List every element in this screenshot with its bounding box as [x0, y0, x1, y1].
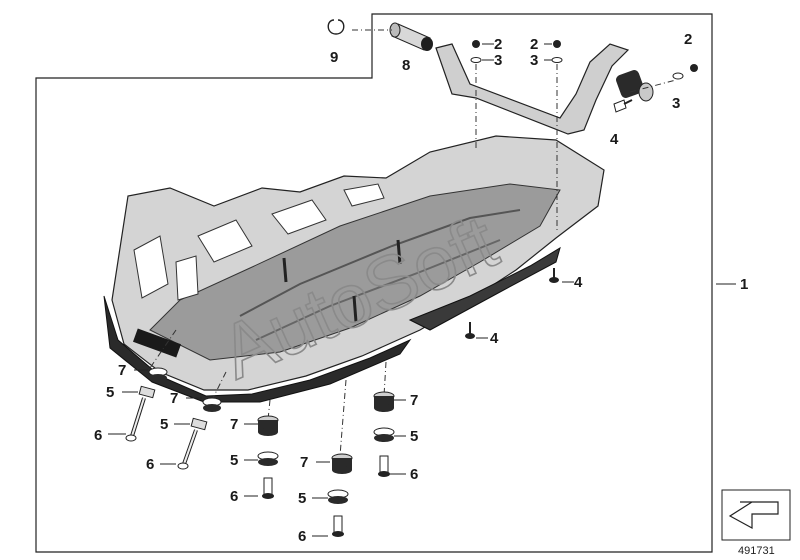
callout-label: 2: [684, 31, 692, 48]
assembly-axis: [339, 379, 347, 457]
arrow-down-left-icon: [728, 501, 779, 530]
washer-icon: [672, 72, 684, 80]
callout-label: 2: [530, 36, 538, 53]
screw-icon: [262, 477, 274, 499]
callout-label: 6: [410, 466, 418, 483]
rubber-grommet: [373, 427, 395, 442]
callout-label: 5: [160, 416, 168, 433]
reference-number: 491731: [738, 545, 775, 557]
rubber-grommet: [257, 451, 279, 466]
rubber-buffer: [373, 391, 395, 412]
callout-label: 6: [230, 488, 238, 505]
callout-label: 6: [298, 528, 306, 545]
skid-plate-front-edge: [103, 295, 412, 403]
nut-icon: [553, 40, 561, 48]
rubber-grommet: [327, 489, 349, 504]
callout-label: 3: [494, 52, 502, 69]
screw-icon: [549, 268, 559, 283]
callout-label: 2: [494, 36, 502, 53]
screw-icon: [332, 515, 344, 537]
spacer-sleeve: [389, 22, 433, 51]
skid-plate-stud: [282, 257, 288, 283]
callout-label: 4: [574, 274, 583, 291]
rubber-buffer-top: [616, 70, 654, 102]
callout-label: 4: [610, 131, 619, 148]
callout-label: 7: [410, 392, 418, 409]
skid-plate: [103, 135, 605, 403]
washer-sleeve: [138, 385, 156, 399]
callout-label: 7: [230, 416, 238, 433]
rubber-buffer: [331, 453, 353, 474]
washer-icon: [470, 57, 482, 63]
skid-plate-floor: [149, 183, 561, 361]
screw-icon: [378, 455, 390, 477]
assembly-axis: [211, 371, 227, 401]
nut-icon: [690, 64, 698, 72]
callout-label: 6: [146, 456, 154, 473]
callout-label: 7: [170, 390, 178, 407]
skid-plate-cutout: [175, 255, 199, 301]
callout-label: 4: [490, 330, 499, 347]
callout-label: 7: [118, 362, 126, 379]
assembly-axis: [383, 361, 387, 397]
rubber-buffer: [257, 415, 279, 436]
callout-label: 5: [298, 490, 306, 507]
circlip: [327, 19, 345, 35]
screw-icon: [465, 322, 475, 339]
skid-plate-stud: [396, 239, 402, 265]
callout-label: 3: [530, 52, 538, 69]
callout-label: 5: [106, 384, 114, 401]
reference-badge: 491731: [721, 489, 791, 557]
bolt: [177, 429, 198, 470]
callout-label: 3: [672, 95, 680, 112]
callout-label: 6: [94, 427, 102, 444]
callout-label: 9: [330, 49, 338, 66]
washer-sleeve: [190, 417, 208, 431]
skid-plate-logo: [132, 328, 182, 358]
skid-plate-cutout: [343, 183, 385, 207]
skid-plate-stud: [352, 295, 358, 323]
callout-label: 8: [402, 57, 410, 74]
skid-plate-cutout: [197, 219, 253, 263]
callout-label: 7: [300, 454, 308, 471]
bolt: [125, 397, 146, 442]
rubber-grommet: [202, 397, 222, 412]
assembly-frame: [35, 13, 713, 553]
callout-label: 5: [410, 428, 418, 445]
washer-icon: [551, 57, 563, 63]
assembly-axis: [629, 79, 677, 93]
mounting-bracket: [435, 43, 630, 135]
skid-plate-cutout: [133, 235, 169, 299]
skid-plate-lower-lip: [408, 246, 561, 331]
callout-label: 1: [740, 276, 748, 293]
rubber-grommet: [148, 367, 168, 382]
screw-icon: [613, 99, 633, 113]
nut-icon: [472, 40, 480, 48]
skid-plate-cutout: [271, 199, 327, 235]
skid-plate-rib: [255, 239, 501, 341]
skid-plate-rib: [239, 209, 521, 317]
callout-label: 5: [230, 452, 238, 469]
